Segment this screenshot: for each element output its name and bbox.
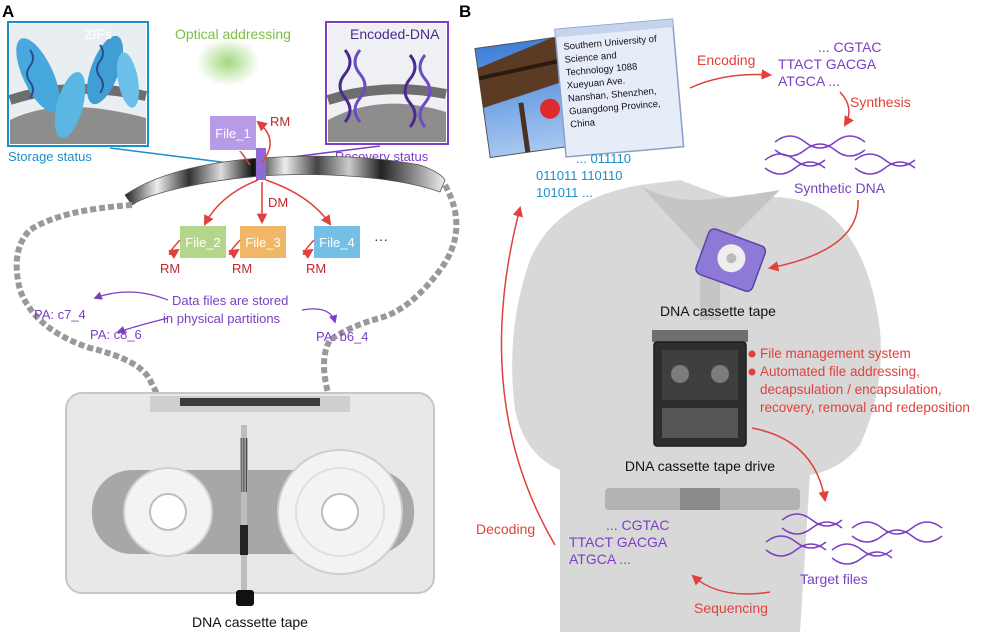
bullet-2-line-2: decapsulation / encapsulation, xyxy=(760,382,942,397)
tape-drive xyxy=(652,330,748,447)
synthesis-arrow xyxy=(839,91,854,127)
encoded-dna-label: Encoded-DNA xyxy=(350,26,440,42)
optical-glow xyxy=(196,38,260,86)
bullet-dot-2 xyxy=(748,368,756,376)
synthetic-dna-label: Synthetic DNA xyxy=(794,180,886,196)
bullet-2-line-1: Automated file addressing, xyxy=(760,364,920,379)
address-line-2: Science and xyxy=(564,50,617,66)
to-target-arrow xyxy=(751,427,829,503)
address-card: Southern University of Science and Techn… xyxy=(554,18,685,158)
target-files-label: Target files xyxy=(800,571,868,587)
drive-label: DNA cassette tape drive xyxy=(625,458,775,474)
seq-top-3: ATGCA ... xyxy=(778,73,840,89)
encoding-label: Encoding xyxy=(697,52,755,68)
sequencing-label: Sequencing xyxy=(694,600,768,616)
rm-dm-arrows xyxy=(168,120,332,260)
dm-label: DM xyxy=(268,195,288,210)
seq-bottom-2: TTACT GACGA xyxy=(569,534,668,550)
seq-bottom-1: ... CGTAC xyxy=(606,517,670,533)
pa-c8-label: PA: c8_6 xyxy=(90,327,142,342)
file-4-label: File_4 xyxy=(319,235,354,250)
decoding-label: Decoding xyxy=(476,521,535,537)
synthesis-label: Synthesis xyxy=(850,94,911,110)
rm-label-top: RM xyxy=(270,114,290,129)
seq-top-2: TTACT GACGA xyxy=(778,56,877,72)
panel-b-label: B xyxy=(459,2,471,21)
file-1-label: File_1 xyxy=(215,126,250,141)
tape-ribbon xyxy=(13,148,460,402)
zifs-inset: ZIFs xyxy=(7,21,149,147)
bullet-1: File management system xyxy=(760,346,911,361)
partition-arrows xyxy=(93,291,338,334)
stored-line-1: Data files are stored xyxy=(172,293,288,308)
bullet-dot-1 xyxy=(748,350,756,358)
pa-c7-label: PA: c7_4 xyxy=(34,307,86,322)
binary-line-3: 101011 ... xyxy=(536,185,593,200)
encoded-dna-inset: Encoded-DNA xyxy=(325,21,449,145)
rm-label-file3: RM xyxy=(232,261,252,276)
file-4-box: File_4 xyxy=(314,226,360,258)
synthetic-dna-helices xyxy=(764,135,916,175)
file-2-box: File_2 xyxy=(180,226,226,258)
decoding-arrow xyxy=(500,205,556,546)
rm-label-file2: RM xyxy=(160,261,180,276)
rm-label-file4: RM xyxy=(306,261,326,276)
panel-a-label: A xyxy=(2,2,14,21)
binary-line-1: ... 011110 xyxy=(576,151,631,166)
pa-b6-label: PA: b6_4 xyxy=(316,329,369,344)
target-files-helices xyxy=(765,513,943,565)
bullet-2-line-3: recovery, removal and redeposition xyxy=(760,400,970,415)
file-3-label: File_3 xyxy=(245,235,280,250)
cassette-label-b: DNA cassette tape xyxy=(660,303,776,319)
sequencing-arrow xyxy=(691,574,771,595)
small-cassette-icon xyxy=(695,228,767,292)
stored-line-2: in physical partitions xyxy=(163,311,281,326)
file-1-box: File_1 xyxy=(210,116,256,150)
seq-bottom-3: ATGCA ... xyxy=(569,551,631,567)
cassette-body xyxy=(65,392,435,606)
more-files-ellipsis: ··· xyxy=(374,231,388,247)
cassette-tape-label-a: DNA cassette tape xyxy=(192,614,308,630)
address-line-4: Xueyuan Ave. xyxy=(566,76,625,92)
encoding-arrow xyxy=(689,69,773,89)
optical-addressing-label: Optical addressing xyxy=(175,26,291,42)
zifs-label: ZIFs xyxy=(84,26,112,42)
file-3-box: File_3 xyxy=(240,226,286,258)
seq-top-1: ... CGTAC xyxy=(818,39,882,55)
binary-line-2: 011011 110110 xyxy=(536,168,623,183)
to-cassette-arrow xyxy=(767,199,859,272)
file-2-label: File_2 xyxy=(185,235,220,250)
storage-status-label: Storage status xyxy=(8,149,92,164)
address-line-7: China xyxy=(570,117,596,130)
